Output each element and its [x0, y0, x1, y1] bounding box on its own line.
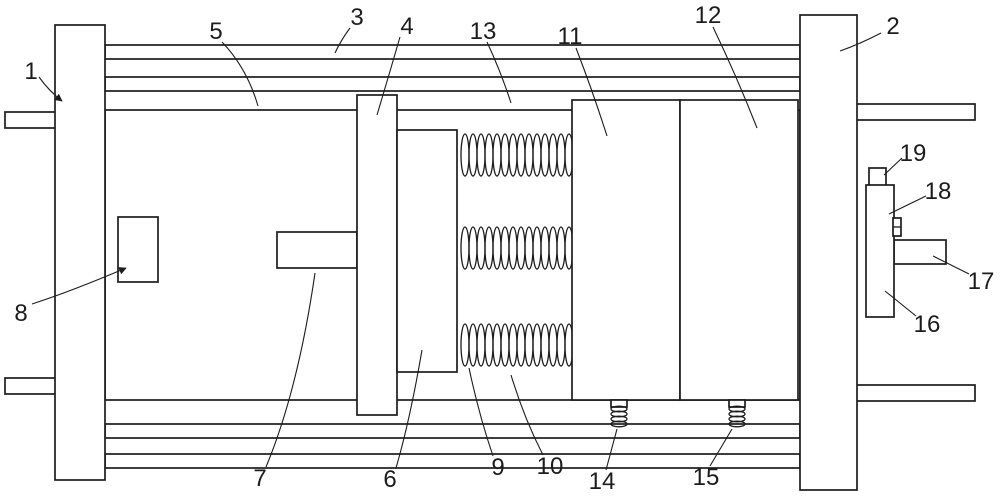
leader-10: [510, 374, 544, 456]
bottom-rail-upper: [104, 423, 801, 439]
callout-1: 1: [24, 58, 37, 85]
bracket-18: [865, 184, 895, 318]
callout-4: 4: [400, 13, 413, 40]
leader-11: [575, 47, 608, 137]
right-stub-rail-top: [849, 103, 976, 121]
leader-17: [932, 255, 970, 275]
leader-14: [605, 428, 618, 471]
vertical-plate-4: [356, 94, 398, 416]
callout-8: 8: [14, 300, 27, 327]
callout-6: 6: [383, 466, 396, 493]
side-arm-17: [893, 239, 947, 265]
leader-7: [265, 272, 316, 468]
coil-spring-top: [460, 133, 574, 177]
callout-5: 5: [209, 18, 222, 45]
leader-18: [888, 195, 927, 215]
leader-12: [712, 26, 758, 129]
block-12: [679, 99, 799, 401]
leader-3: [334, 27, 351, 54]
callout-14: 14: [589, 468, 616, 495]
callout-18: 18: [925, 178, 952, 205]
left-end-plate: [54, 24, 106, 481]
leader-6: [395, 349, 423, 469]
leader-19: [883, 157, 903, 176]
callout-17: 17: [968, 268, 995, 295]
leader-2: [839, 32, 882, 52]
top-rail-upper: [104, 44, 801, 60]
mount-block-8: [117, 216, 159, 283]
block-11: [571, 99, 681, 401]
top-rail-lower: [104, 76, 801, 92]
leader-16: [884, 290, 917, 317]
coil-spring-bottom: [460, 323, 574, 367]
leader-1: [38, 76, 63, 102]
callout-10: 10: [537, 453, 564, 480]
callout-7: 7: [253, 465, 266, 492]
callout-19: 19: [900, 140, 927, 167]
leader-13: [486, 41, 512, 104]
leader-4: [376, 36, 401, 116]
screw-15: [728, 399, 746, 428]
connector-bar-7: [276, 231, 358, 269]
leader-15: [709, 428, 733, 467]
leader-8: [31, 267, 127, 305]
callout-16: 16: [914, 311, 941, 338]
callout-13: 13: [470, 18, 497, 45]
coil-spring-middle: [460, 226, 574, 270]
leader-5: [221, 41, 259, 107]
callout-2: 2: [886, 13, 899, 40]
callout-11: 11: [558, 23, 583, 50]
cap-block-19: [868, 167, 887, 187]
right-end-plate: [799, 14, 858, 491]
callout-9: 9: [491, 454, 504, 481]
screw-14: [610, 399, 628, 428]
left-stub-rail-top: [4, 111, 61, 129]
left-stub-rail-bottom: [4, 377, 61, 395]
spring-seat-block-6: [396, 129, 458, 373]
callout-3: 3: [350, 4, 363, 31]
callout-15: 15: [693, 464, 720, 491]
right-stub-rail-bottom: [849, 384, 976, 402]
leader-9: [468, 367, 494, 457]
callout-12: 12: [695, 2, 722, 29]
